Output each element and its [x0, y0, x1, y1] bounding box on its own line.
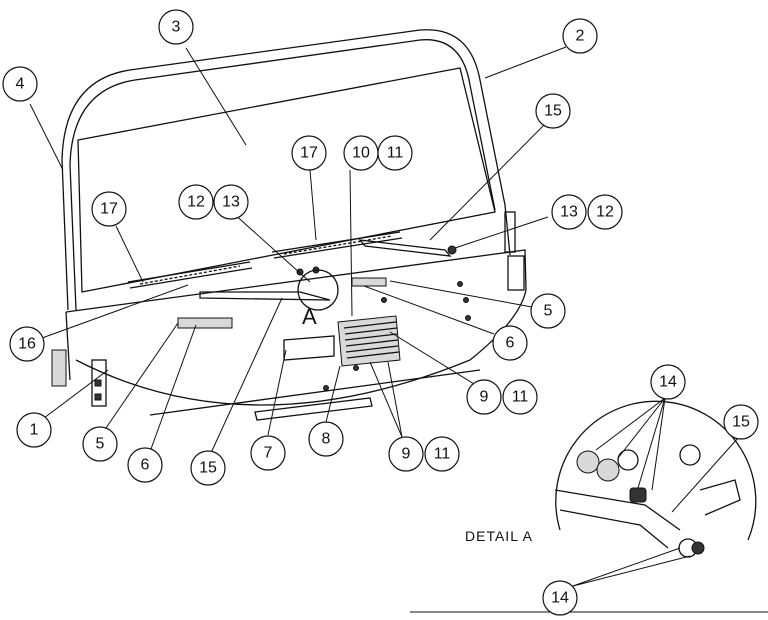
svg-text:17: 17	[100, 201, 118, 218]
callout-11-right: 11	[502, 379, 538, 415]
callout-14-top: 14	[650, 364, 686, 400]
view-marker: A	[297, 269, 339, 329]
svg-text:16: 16	[18, 336, 36, 353]
callout-13-left: 13	[213, 184, 249, 220]
callout-9-right: 9	[466, 379, 502, 415]
callout-13-right: 13	[551, 194, 587, 230]
wiper-arm-left	[199, 291, 331, 301]
wiper-blade-left	[127, 261, 253, 289]
wiper-arm-right	[358, 239, 457, 257]
svg-text:6: 6	[141, 457, 150, 474]
callout-15-bottom: 15	[190, 450, 226, 486]
svg-text:14: 14	[551, 590, 569, 607]
svg-text:4: 4	[16, 76, 25, 93]
callout-10: 10	[343, 135, 379, 171]
windshield-frame	[51, 29, 527, 421]
callout-16: 16	[9, 326, 45, 362]
svg-text:11: 11	[434, 446, 451, 463]
callout-7: 7	[250, 435, 286, 471]
callout-5-right: 5	[530, 293, 566, 329]
callout-3: 3	[158, 9, 194, 45]
svg-text:15: 15	[732, 414, 750, 431]
callout-11-bottom: 11	[424, 436, 460, 472]
motor-cover	[283, 335, 335, 361]
svg-text:13: 13	[560, 204, 578, 221]
lower-panel	[65, 249, 527, 313]
svg-text:5: 5	[544, 303, 553, 320]
svg-text:3: 3	[172, 19, 181, 36]
callout-15-detail: 15	[723, 404, 759, 440]
svg-text:8: 8	[322, 431, 331, 448]
view-marker-label: A	[302, 304, 317, 329]
svg-text:2: 2	[576, 28, 585, 45]
detail-a: DETAIL A	[465, 400, 757, 558]
callout-8: 8	[308, 421, 344, 457]
control-module	[337, 315, 401, 367]
mount-plate-left	[91, 359, 107, 407]
glass-panel	[77, 67, 496, 293]
svg-text:1: 1	[30, 422, 39, 439]
callout-12-right: 12	[587, 194, 623, 230]
callout-15-top: 15	[535, 93, 571, 129]
svg-text:6: 6	[506, 335, 515, 352]
svg-text:9: 9	[402, 446, 411, 463]
callout-17-top: 17	[291, 135, 327, 171]
callout-12-left: 12	[178, 184, 214, 220]
bracket-left	[177, 317, 233, 329]
fasteners	[296, 266, 471, 391]
callout-17-left: 17	[91, 191, 127, 227]
svg-text:15: 15	[199, 460, 217, 477]
leader-lines	[29, 46, 739, 587]
svg-text:14: 14	[659, 374, 677, 391]
svg-text:11: 11	[512, 389, 529, 406]
bracket-right	[351, 277, 387, 287]
svg-text:10: 10	[352, 145, 370, 162]
svg-text:15: 15	[544, 103, 562, 120]
svg-text:17: 17	[300, 145, 318, 162]
callout-1: 1	[16, 412, 52, 448]
svg-text:11: 11	[387, 145, 404, 162]
svg-text:13: 13	[222, 194, 240, 211]
svg-text:9: 9	[480, 389, 489, 406]
svg-text:12: 12	[187, 194, 205, 211]
svg-text:7: 7	[264, 445, 273, 462]
callout-9-bottom: 9	[388, 436, 424, 472]
svg-text:12: 12	[596, 204, 614, 221]
callout-11-top: 11	[377, 135, 413, 171]
side-bracket-left	[51, 349, 67, 387]
callout-4: 4	[2, 66, 38, 102]
callout-5-left: 5	[82, 426, 118, 462]
callout-14-bottom: 14	[542, 580, 578, 616]
svg-text:5: 5	[96, 436, 105, 453]
detail-a-label: DETAIL A	[465, 528, 533, 544]
callout-6-left: 6	[127, 447, 163, 483]
callout-6-right: 6	[492, 325, 528, 361]
callout-2: 2	[562, 18, 598, 54]
wiper-blade-right	[271, 231, 403, 259]
